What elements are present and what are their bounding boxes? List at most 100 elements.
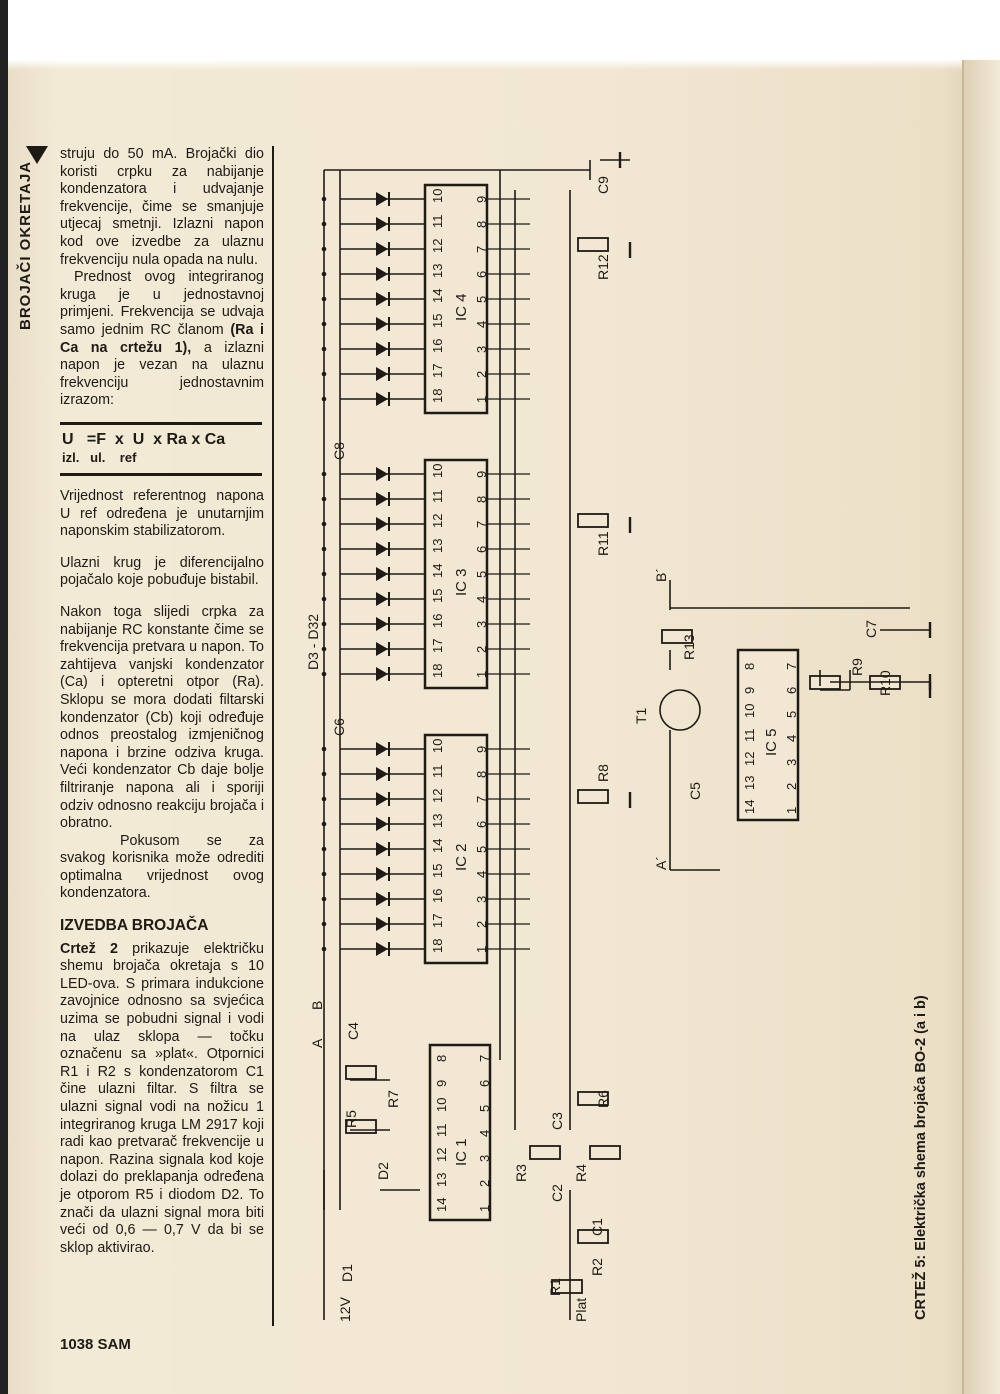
pin-number: 13: [430, 814, 445, 828]
pin-number: 1: [474, 396, 489, 403]
led-diode-icon: [376, 667, 388, 681]
pin-number: 8: [474, 221, 489, 228]
pin-number: 17: [430, 914, 445, 928]
section-arrow-icon: [26, 146, 48, 164]
pin-number: 14: [430, 289, 445, 303]
pin-number: 14: [434, 1198, 449, 1212]
led-diode-icon: [376, 492, 388, 506]
label-r13: R13: [681, 634, 697, 660]
junction-dot: [321, 896, 327, 902]
pin-number: 5: [474, 296, 489, 303]
junction-dot: [321, 321, 327, 327]
pin-number: 8: [474, 771, 489, 778]
pin-number: 13: [434, 1173, 449, 1187]
pin-number: 2: [474, 371, 489, 378]
resistor-symbol: [577, 513, 609, 528]
label-r7: R7: [385, 1090, 401, 1108]
pin-number: 13: [742, 776, 757, 790]
pin-number: 12: [430, 239, 445, 253]
pin-number: 14: [430, 839, 445, 853]
pin-number: 4: [477, 1130, 492, 1137]
pin-number: 6: [477, 1080, 492, 1087]
junction-dot: [321, 246, 327, 252]
label-a-prime: A´: [653, 856, 669, 870]
formula-main: U =F x U x Ra x Ca: [62, 431, 226, 448]
led-diode-icon: [376, 842, 388, 856]
pin-number: 1: [474, 946, 489, 953]
led-diode-icon: [376, 467, 388, 481]
section-side-title: BROJAČI OKRETAJA: [17, 160, 34, 330]
led-diode-icon: [376, 517, 388, 531]
label-d1: D1: [339, 1264, 355, 1282]
text-column-top: struju do 50 mA. Brojački dio koristi cr…: [60, 146, 264, 410]
pin-number: 9: [434, 1080, 449, 1087]
junction-dot: [321, 496, 327, 502]
led-diode-icon: [376, 342, 388, 356]
pin-number: 10: [742, 704, 757, 718]
junction-dot: [321, 821, 327, 827]
pin-number: 7: [474, 246, 489, 253]
label-r1: R1: [547, 1278, 563, 1296]
pin-number: 8: [474, 496, 489, 503]
led-diode-icon: [376, 642, 388, 656]
resistor-symbol: [661, 629, 693, 644]
formula-box: U =F x U x Ra x Ca izl. ul. ref: [60, 422, 262, 476]
paragraph-1: struju do 50 mA. Brojački dio koristi cr…: [60, 146, 264, 268]
resistor-symbol: [551, 1279, 583, 1294]
label-d2: D2: [375, 1162, 391, 1180]
led-diode-icon: [376, 592, 388, 606]
pin-number: 1: [784, 807, 799, 814]
label-r10: R10: [877, 670, 893, 696]
pin-number: 7: [477, 1055, 492, 1062]
ic-label: IC 3: [453, 568, 470, 596]
pin-number: 11: [430, 490, 445, 504]
pin-number: 7: [474, 521, 489, 528]
led-diode-icon: [376, 367, 388, 381]
pin-number: 17: [430, 364, 445, 378]
pin-number: 6: [474, 546, 489, 553]
junction-dot: [321, 371, 327, 377]
section-heading: IZVEDBA BROJAČA: [60, 917, 209, 935]
pin-number: 12: [434, 1148, 449, 1162]
label-c2: C2: [549, 1184, 565, 1202]
pin-number: 11: [430, 765, 445, 779]
ic1-label: IC 1: [453, 1138, 470, 1166]
formula-subscripts: izl. ul. ref: [62, 450, 137, 465]
resistor-symbol: [577, 237, 609, 252]
junction-dot: [321, 746, 327, 752]
column-divider: [272, 146, 274, 1326]
led-diode-icon: [376, 192, 388, 206]
paragraph-5: Nakon toga slijedi crpka za nabijanje RC…: [60, 603, 264, 832]
label-r2: R2: [589, 1258, 605, 1276]
junction-dot: [321, 596, 327, 602]
pin-number: 8: [742, 663, 757, 670]
paragraph-3: Vrijednost referentnog napona U ref odre…: [60, 488, 264, 540]
ic1-body: [428, 1043, 492, 1222]
pin-number: 13: [430, 264, 445, 278]
led-diode-icon: [376, 317, 388, 331]
junction-dot: [321, 521, 327, 527]
ic-body: [423, 458, 489, 690]
junction-dot: [321, 871, 327, 877]
schematic-labels: C9 R12 C8 R11 C6 R8 D3 - D32 C4 B A R5 R…: [305, 176, 893, 1322]
paragraph-7: Crtež 2 prikazuje električku shemu broja…: [60, 940, 264, 1256]
label-c1: C1: [589, 1218, 605, 1236]
pin-number: 1: [477, 1205, 492, 1212]
junction-dot: [321, 396, 327, 402]
ic-label: IC 4: [453, 293, 470, 321]
pin-number: 4: [474, 871, 489, 878]
junction-dot: [321, 946, 327, 952]
junction-dot: [321, 921, 327, 927]
pin-number: 18: [430, 389, 445, 403]
resistor-symbol: [589, 1145, 621, 1160]
led-diode-icon: [376, 242, 388, 256]
pin-number: 4: [474, 596, 489, 603]
pin-number: 6: [784, 687, 799, 694]
led-diode-icon: [376, 767, 388, 781]
pin-number: 11: [434, 1124, 449, 1138]
pin-number: 18: [430, 939, 445, 953]
next-page-edge: [962, 60, 1000, 1394]
pin-number: 10: [430, 464, 445, 478]
led-diode-icon: [376, 392, 388, 406]
pin-number: 9: [474, 746, 489, 753]
